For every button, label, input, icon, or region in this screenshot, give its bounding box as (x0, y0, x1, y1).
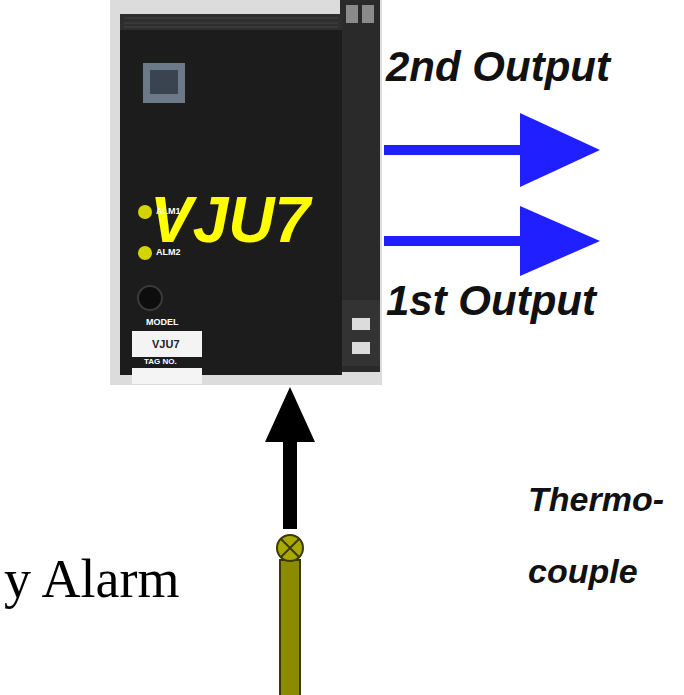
adjust-knob (138, 286, 162, 310)
led-label: ALM1 (156, 207, 181, 216)
alarm-led (138, 205, 152, 219)
module-node: VJU7 (110, 0, 382, 385)
output-arrow (384, 145, 522, 155)
module-body (120, 30, 342, 375)
partial-title: y Alarm (4, 552, 179, 606)
sensor-label: Thermo- couple (528, 463, 678, 607)
plate-label: TAG NO. (144, 358, 177, 366)
plate-label: MODEL (146, 318, 179, 327)
thermocouple-cross (281, 539, 299, 557)
arrow-shape (265, 387, 315, 529)
model-number: VJU7 (152, 339, 180, 350)
output-label: 1st Output (386, 280, 596, 322)
output-arrow (384, 236, 522, 246)
module-name: VJU7 (150, 188, 310, 252)
mount-bracket (342, 300, 380, 366)
signal-arrow (265, 387, 315, 529)
tag-plate (132, 368, 202, 384)
rj-jack-inner (150, 70, 178, 94)
output-label: 2nd Output (386, 46, 610, 88)
led-label: ALM2 (156, 248, 181, 257)
output-arrowhead (520, 113, 600, 187)
sensor-node: Thermo- couple (270, 533, 310, 695)
mount-hole (352, 342, 370, 354)
terminal-block (340, 0, 380, 372)
module-ridges (124, 18, 338, 27)
photo-ground (110, 0, 382, 385)
thermocouple-rod (280, 560, 300, 695)
module-top (120, 14, 342, 30)
thermocouple-tip (277, 535, 303, 561)
mount-hole (352, 318, 370, 330)
terminal-screw (346, 5, 358, 23)
output-arrowhead (520, 206, 600, 276)
alarm-led (138, 246, 152, 260)
terminal-screw (362, 5, 374, 23)
rj-jack (143, 63, 185, 103)
model-plate (132, 331, 202, 357)
